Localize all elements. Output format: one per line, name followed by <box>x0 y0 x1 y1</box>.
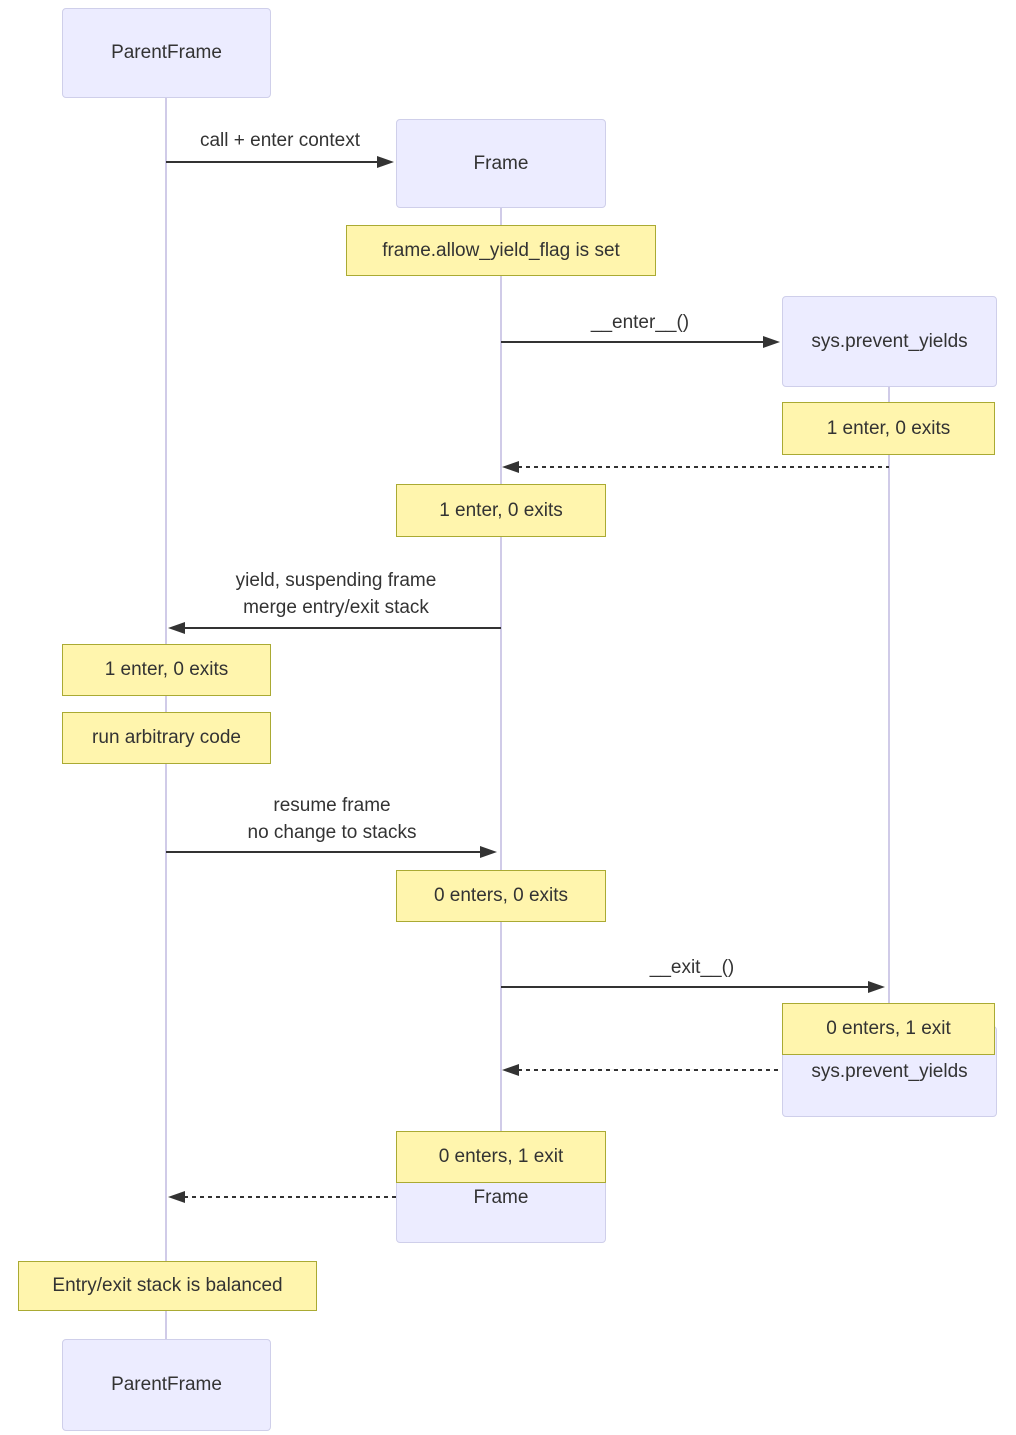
arrow-return-enter <box>518 466 889 468</box>
arrowhead-call-enter-context <box>377 156 394 168</box>
note-frame-0-enters-0-exits: 0 enters, 0 exits <box>396 870 606 922</box>
arrow-resume <box>166 851 482 853</box>
note-sys-0-enters-1-exit: 0 enters, 1 exit <box>782 1003 995 1055</box>
arrow-call-enter-context <box>166 161 379 163</box>
message-label-call-enter-context: call + enter context <box>199 130 360 151</box>
arrowhead-return-enter <box>502 461 519 473</box>
arrow-enter <box>501 341 765 343</box>
message-label-resume: resume frame no change to stacks <box>212 792 452 846</box>
arrow-exit <box>501 986 870 988</box>
arrow-return-frame <box>184 1196 501 1198</box>
arrowhead-enter <box>763 336 780 348</box>
message-label-exit: __exit__() <box>649 957 735 978</box>
message-label-yield-line2: merge entry/exit stack <box>243 597 429 618</box>
message-label-yield: yield, suspending frame merge entry/exit… <box>216 567 456 621</box>
note-frame-0-enters-1-exit: 0 enters, 1 exit <box>396 1131 606 1183</box>
note-frame-1-enter-0-exits: 1 enter, 0 exits <box>396 484 606 537</box>
arrowhead-return-frame <box>168 1191 185 1203</box>
arrowhead-return-exit <box>502 1064 519 1076</box>
message-label-yield-line1: yield, suspending frame <box>235 570 437 591</box>
arrowhead-yield <box>168 622 185 634</box>
arrow-return-exit <box>518 1069 889 1071</box>
message-label-enter: __enter__() <box>590 312 690 333</box>
frame-lifeline <box>500 208 502 1243</box>
actor-frame-top: Frame <box>396 119 606 208</box>
note-run-arbitrary-code: run arbitrary code <box>62 712 271 764</box>
note-sys-1-enter-0-exits: 1 enter, 0 exits <box>782 402 995 455</box>
actor-parentframe-top: ParentFrame <box>62 8 271 98</box>
note-allow-yield-flag: frame.allow_yield_flag is set <box>346 225 656 276</box>
note-parent-1-enter-0-exits: 1 enter, 0 exits <box>62 644 271 696</box>
actor-parentframe-bottom: ParentFrame <box>62 1339 271 1431</box>
message-label-resume-line1: resume frame <box>273 795 391 816</box>
arrow-yield <box>184 627 501 629</box>
message-label-resume-line2: no change to stacks <box>247 822 417 843</box>
arrowhead-resume <box>480 846 497 858</box>
sys-prevent-yields-lifeline <box>888 387 890 1117</box>
note-entry-exit-balanced: Entry/exit stack is balanced <box>18 1261 317 1311</box>
arrowhead-exit <box>868 981 885 993</box>
actor-sys-prevent-yields-top: sys.prevent_yields <box>782 296 997 387</box>
